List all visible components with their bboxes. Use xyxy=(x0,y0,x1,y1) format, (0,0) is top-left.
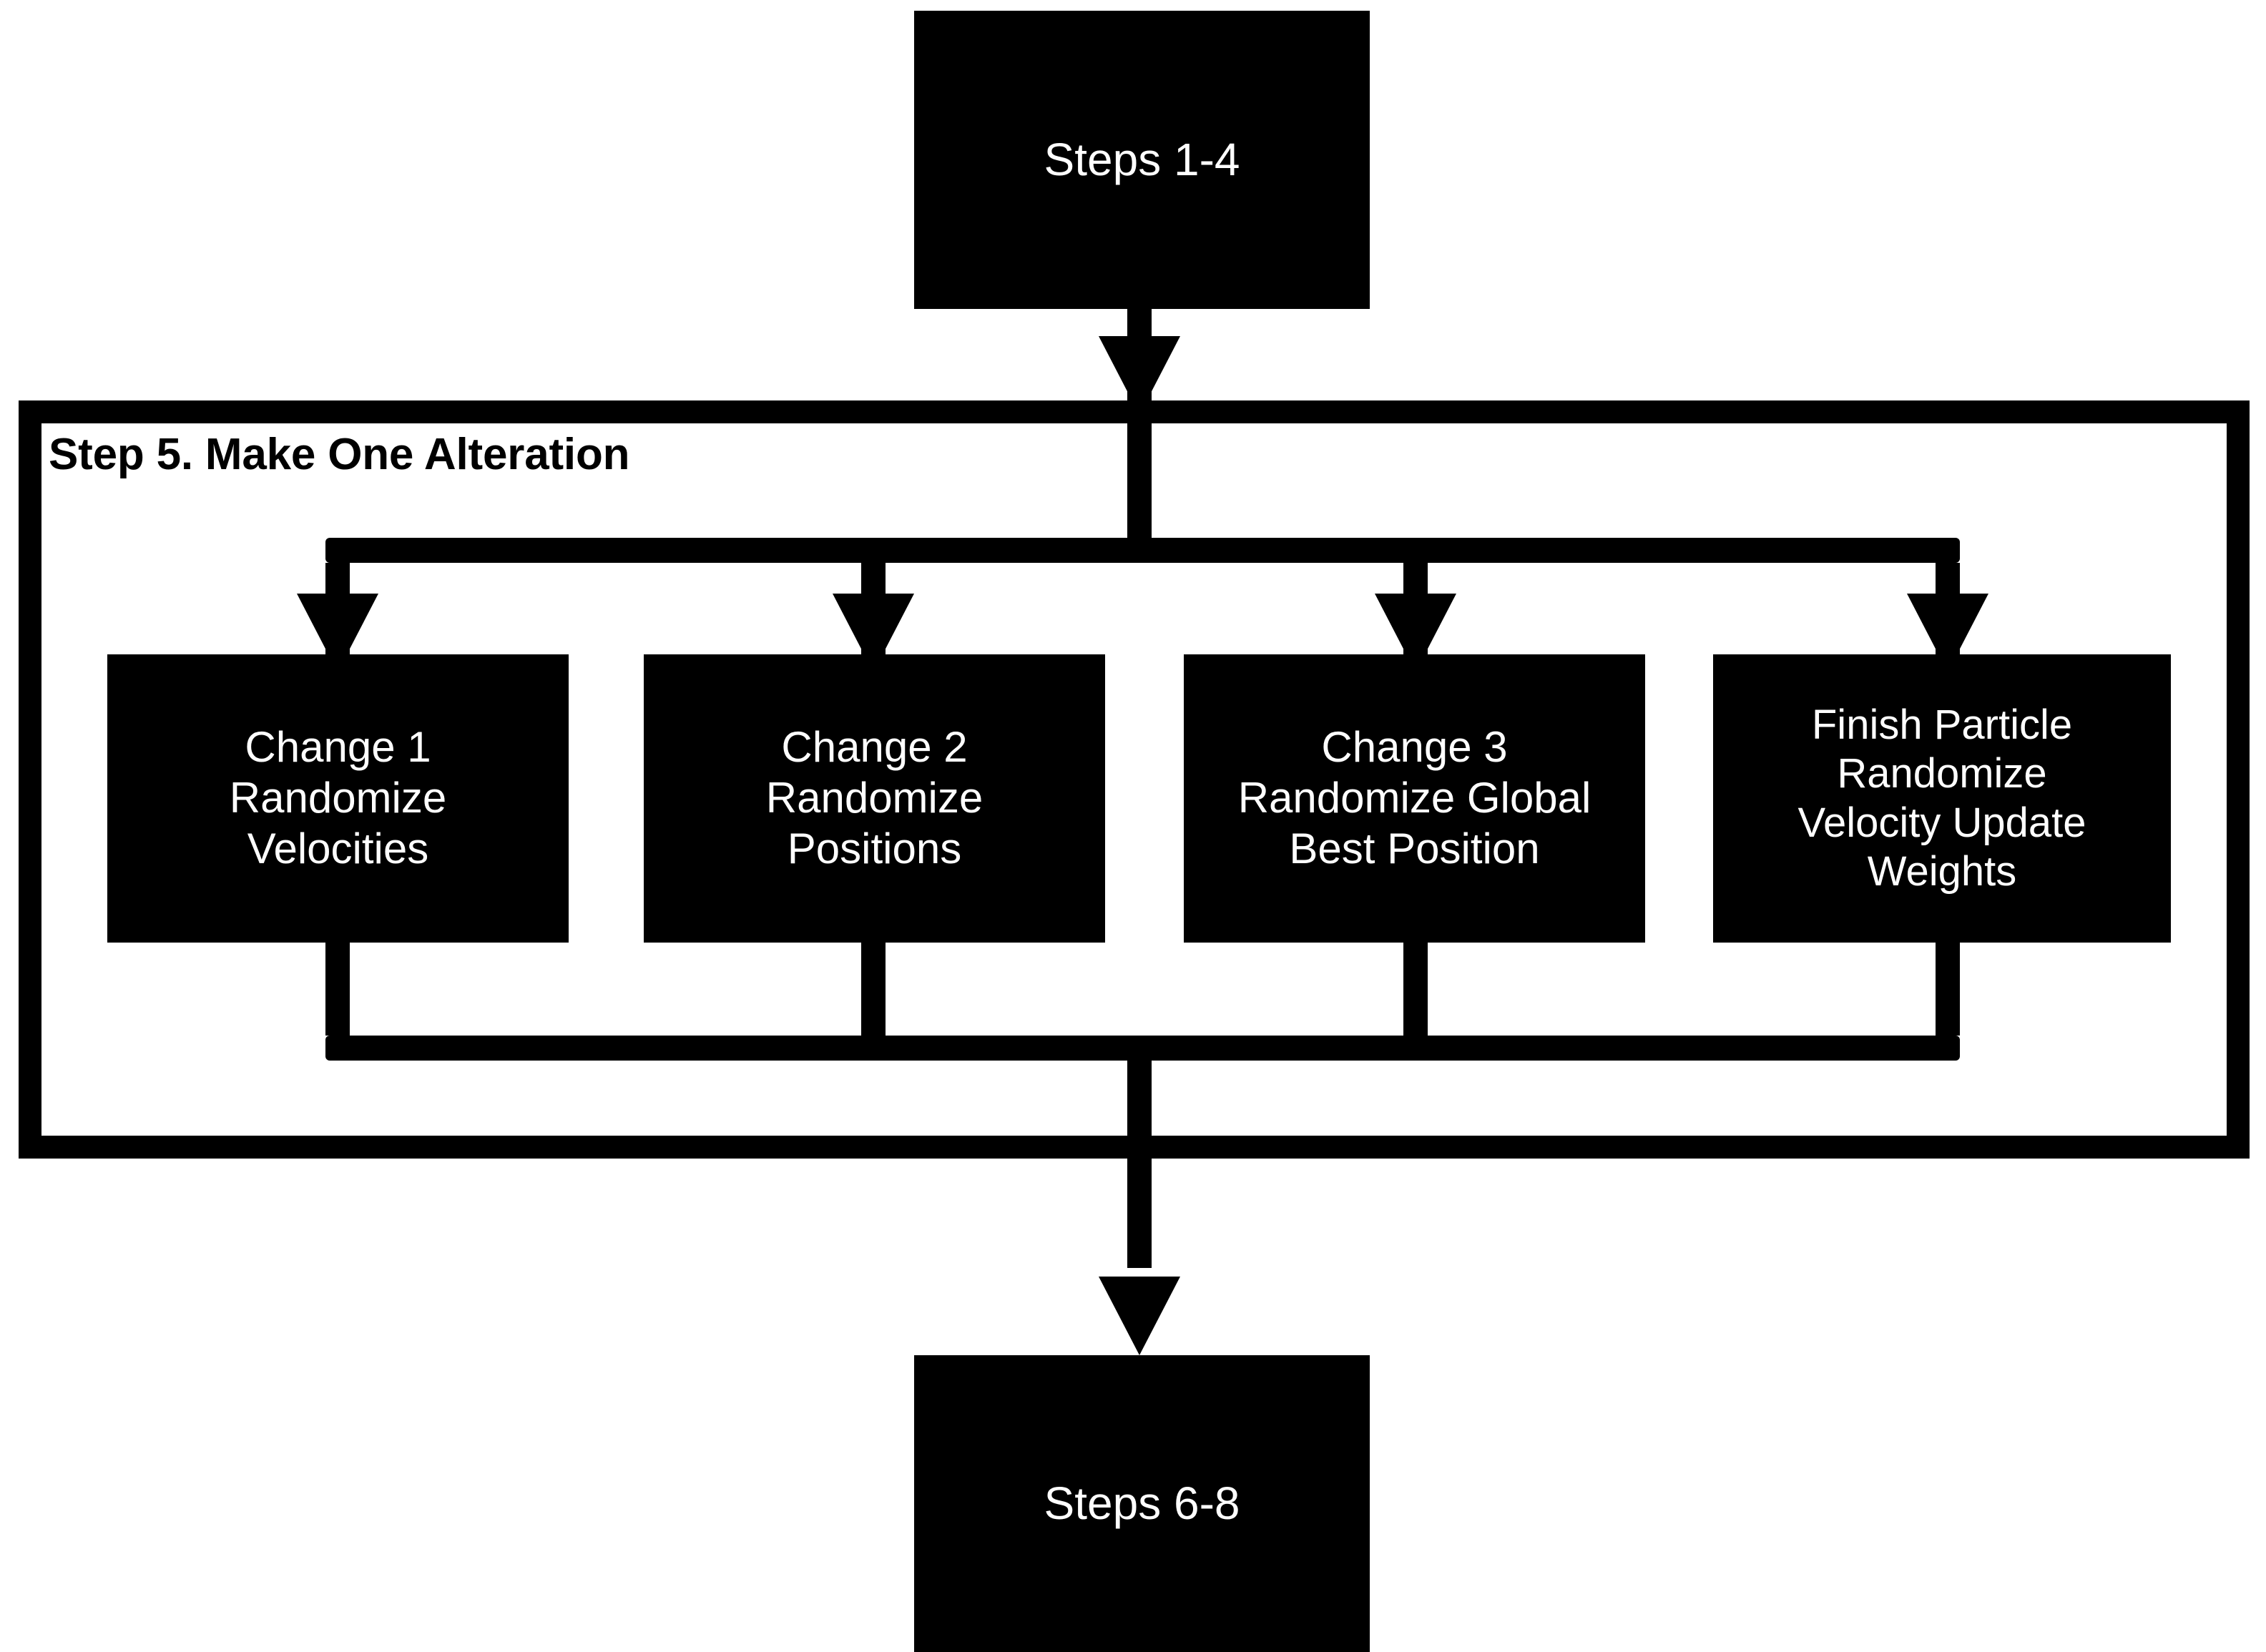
node-change-2-line-3: Positions xyxy=(787,824,962,872)
node-steps-1-4-label: Steps 1-4 xyxy=(1044,133,1240,185)
node-change-2-line-2: Randomize xyxy=(765,774,984,822)
connector-bottom-bus xyxy=(325,1036,1960,1061)
node-change-3-line-1: Change 3 xyxy=(1321,723,1508,772)
node-change-1-line-1: Change 1 xyxy=(245,723,431,772)
node-change-1-label: Change 1 Randomize Velocities xyxy=(107,722,569,874)
connector-top-bus xyxy=(325,538,1960,563)
node-change-3[interactable]: Change 3 Randomize Global Best Position xyxy=(1184,654,1645,943)
node-change-3-label: Change 3 Randomize Global Best Position xyxy=(1184,722,1645,874)
node-change-2-line-1: Change 2 xyxy=(781,723,968,772)
node-change-3-line-2: Randomize Global xyxy=(1237,774,1591,822)
connector-bottom-branch-3 xyxy=(1403,943,1428,1036)
connector-frame-to-topbus xyxy=(1127,400,1152,551)
node-change-2-label: Change 2 Randomize Positions xyxy=(644,722,1105,874)
connector-bottom-branch-2 xyxy=(861,943,886,1036)
node-steps-1-4[interactable]: Steps 1-4 xyxy=(914,11,1370,309)
node-change-1-line-2: Randomize xyxy=(229,774,447,822)
arrowhead-into-end-icon xyxy=(1099,1277,1180,1355)
node-change-1[interactable]: Change 1 Randomize Velocities xyxy=(107,654,569,943)
connector-bottombus-to-end xyxy=(1127,1061,1152,1268)
node-change-4-line-4: Weights xyxy=(1867,847,2017,895)
node-change-2[interactable]: Change 2 Randomize Positions xyxy=(644,654,1105,943)
node-steps-6-8[interactable]: Steps 6-8 xyxy=(914,1355,1370,1652)
node-change-4-line-1: Finish Particle xyxy=(1811,701,2073,748)
step5-group-label: Step 5. Make One Alteration xyxy=(49,430,630,479)
node-change-4-line-2: Randomize xyxy=(1837,750,2047,797)
node-change-4-line-3: Velocity Update xyxy=(1797,799,2086,846)
node-change-4[interactable]: Finish Particle Randomize Velocity Updat… xyxy=(1713,654,2171,943)
node-steps-6-8-label: Steps 6-8 xyxy=(1044,1477,1240,1529)
node-change-3-line-3: Best Position xyxy=(1289,824,1540,872)
connector-bottom-branch-1 xyxy=(325,943,350,1036)
node-change-1-line-3: Velocities xyxy=(247,824,429,872)
connector-bottom-branch-4 xyxy=(1936,943,1960,1036)
node-change-4-label: Finish Particle Randomize Velocity Updat… xyxy=(1713,701,2171,897)
